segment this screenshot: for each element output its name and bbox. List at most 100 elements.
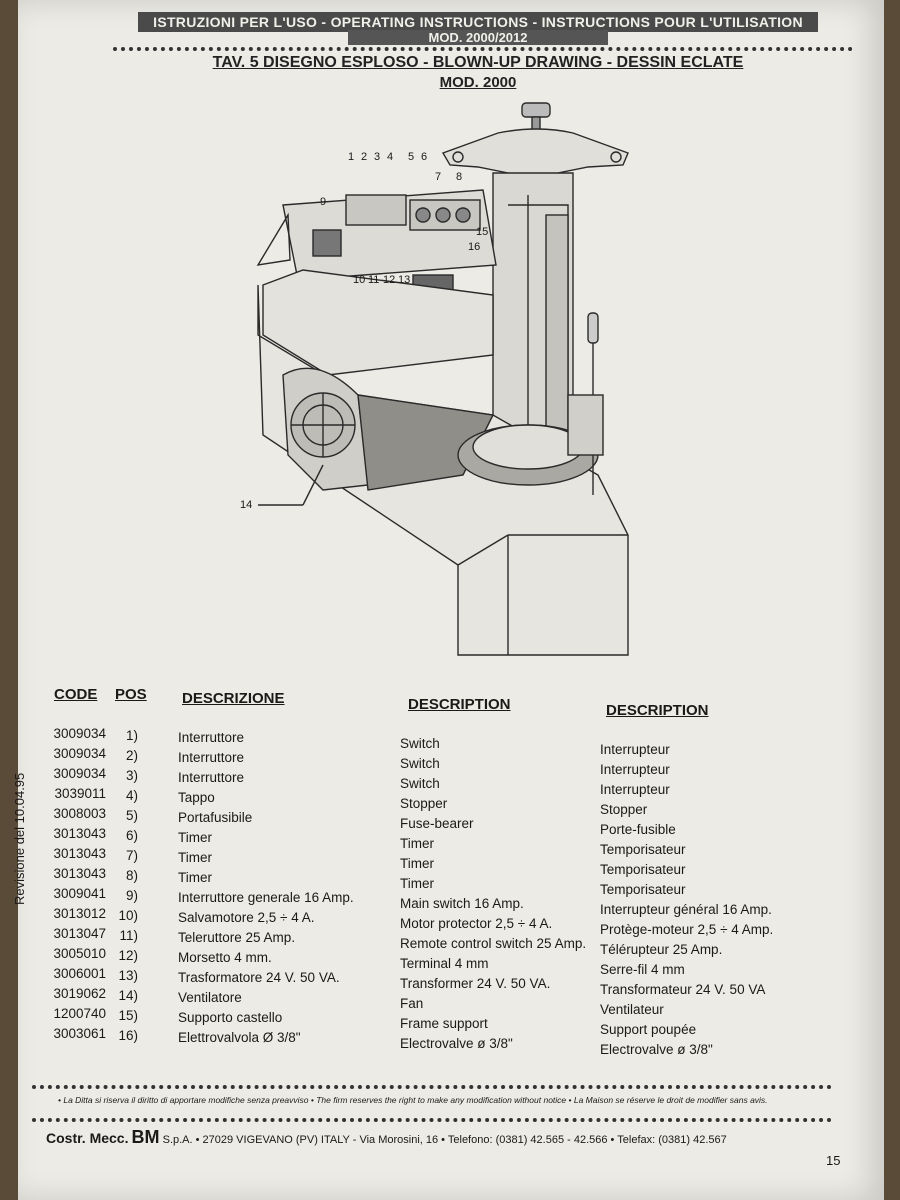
callout-12: 12: [383, 274, 395, 286]
code-cell: 3019062: [53, 986, 106, 1001]
disclaimer-footnote: • La Ditta si riserva il diritto di appo…: [58, 1095, 768, 1105]
code-cell: 3003061: [53, 1026, 106, 1041]
italian-cell: Ventilatore: [178, 990, 242, 1005]
italian-cell: Supporto castello: [178, 1010, 283, 1025]
french-cell: Stopper: [600, 802, 648, 817]
french-cell: Télérupteur 25 Amp.: [600, 942, 723, 957]
french-cell: Temporisateur: [600, 882, 686, 897]
pos-cell: 10): [118, 908, 138, 923]
french-cell: Temporisateur: [600, 862, 686, 877]
pos-column: 1) 2) 3) 4) 5) 6) 7) 8) 9) 10) 11) 12) 1…: [104, 726, 138, 1046]
pos-cell: 4): [125, 788, 138, 803]
callout-7: 7: [435, 171, 441, 183]
callout-14: 14: [240, 499, 252, 511]
revision-note: Revisione del 10.04.95: [12, 772, 27, 905]
italian-cell: Morsetto 4 mm.: [178, 950, 272, 965]
page-number: 15: [826, 1153, 841, 1168]
english-cell: Fuse-bearer: [400, 816, 474, 831]
french-cell: Ventilateur: [600, 1002, 664, 1017]
header-code: CODE: [54, 686, 98, 703]
callout-16: 16: [468, 241, 480, 253]
pos-cell: 9): [125, 888, 138, 903]
english-cell: Switch: [400, 736, 440, 751]
italian-cell: Tappo: [178, 790, 215, 805]
italian-cell: Timer: [178, 850, 212, 865]
code-column: 3009034 3009034 3009034 3039011 3008003 …: [32, 724, 106, 1044]
code-cell: 3013043: [53, 846, 106, 861]
company-address: S.p.A. • 27029 VIGEVANO (PV) ITALY - Via…: [162, 1134, 727, 1146]
code-cell: 3009034: [53, 746, 106, 761]
english-cell: Motor protector 2,5 ÷ 4 A.: [400, 916, 553, 931]
title-model: MOD. 2000: [439, 74, 517, 91]
dotted-divider: [32, 1085, 832, 1089]
french-cell: Interrupteur: [600, 742, 670, 757]
pos-cell: 8): [125, 868, 138, 883]
italian-cell: Interruttore generale 16 Amp.: [178, 890, 354, 905]
english-cell: Main switch 16 Amp.: [400, 896, 524, 911]
dotted-divider: [32, 1118, 832, 1122]
code-cell: 3009034: [53, 766, 106, 781]
code-cell: 3013043: [53, 826, 106, 841]
english-cell: Fan: [400, 996, 424, 1011]
italian-cell: Elettrovalvola Ø 3/8": [178, 1030, 301, 1045]
code-cell: 3008003: [53, 806, 106, 821]
french-cell: Protège-moteur 2,5 ÷ 4 Amp.: [600, 922, 774, 937]
pos-cell: 13): [118, 968, 138, 983]
english-cell: Timer: [400, 856, 434, 871]
french-cell: Porte-fusible: [600, 822, 676, 837]
english-cell: Switch: [400, 756, 440, 771]
english-cell: Timer: [400, 836, 434, 851]
callout-5: 5: [408, 151, 414, 163]
english-cell: Terminal 4 mm: [400, 956, 489, 971]
italian-cell: Teleruttore 25 Amp.: [178, 930, 296, 945]
header-description-fr: DESCRIPTION: [606, 702, 709, 719]
code-cell: 3039011: [54, 786, 106, 801]
callout-9: 9: [320, 196, 326, 208]
callout-15: 15: [476, 226, 488, 238]
english-cell: Remote control switch 25 Amp.: [400, 936, 587, 951]
callout-10: 10: [353, 274, 365, 286]
pos-cell: 11): [119, 928, 138, 943]
company-logo-text: BM: [131, 1127, 160, 1147]
italian-cell: Interruttore: [178, 730, 245, 745]
header-languages: ISTRUZIONI PER L'USO - OPERATING INSTRUC…: [138, 12, 818, 32]
code-cell: 3013043: [53, 866, 106, 881]
italian-cell: Timer: [178, 830, 212, 845]
pos-cell: 16): [118, 1028, 138, 1043]
code-cell: 3006001: [53, 966, 106, 981]
pos-cell: 2): [125, 748, 138, 763]
dotted-divider: [113, 47, 853, 51]
callout-11: 11: [368, 274, 379, 286]
french-cell: Interrupteur général 16 Amp.: [600, 902, 772, 917]
document-page: ISTRUZIONI PER L'USO - OPERATING INSTRUC…: [12, 0, 884, 1200]
italian-column: Interruttore Interruttore Interruttore T…: [178, 728, 393, 1048]
header-description-en: DESCRIPTION: [408, 696, 511, 713]
header-descrizione: DESCRIZIONE: [182, 690, 285, 707]
pos-cell: 6): [125, 828, 138, 843]
english-cell: Timer: [400, 876, 434, 891]
pos-cell: 5): [125, 808, 138, 823]
french-cell: Interrupteur: [600, 762, 670, 777]
code-cell: 3013012: [53, 906, 106, 921]
italian-cell: Timer: [178, 870, 212, 885]
code-cell: 1200740: [53, 1006, 106, 1021]
french-cell: Transformateur 24 V. 50 VA: [600, 982, 766, 997]
italian-cell: Interruttore: [178, 750, 245, 765]
company-footer: Costr. Mecc. BM S.p.A. • 27029 VIGEVANO …: [46, 1127, 727, 1148]
code-cell: 3009034: [53, 726, 106, 741]
pos-cell: 12): [118, 948, 138, 963]
pos-cell: 7): [125, 848, 138, 863]
code-cell: 3005010: [53, 946, 106, 961]
header-model: MOD. 2000/2012: [348, 30, 608, 45]
callout-13: 13: [398, 274, 410, 286]
pos-cell: 1): [125, 728, 138, 743]
callout-1: 1: [348, 151, 354, 163]
french-column: Interrupteur Interrupteur Interrupteur S…: [600, 740, 810, 1060]
italian-cell: Portafusibile: [178, 810, 253, 825]
french-cell: Interrupteur: [600, 782, 670, 797]
french-cell: Temporisateur: [600, 842, 686, 857]
callout-2: 2: [361, 151, 367, 163]
pos-cell: 14): [118, 988, 138, 1003]
english-column: Switch Switch Switch Stopper Fuse-bearer…: [400, 734, 600, 1054]
callout-3: 3: [374, 151, 380, 163]
